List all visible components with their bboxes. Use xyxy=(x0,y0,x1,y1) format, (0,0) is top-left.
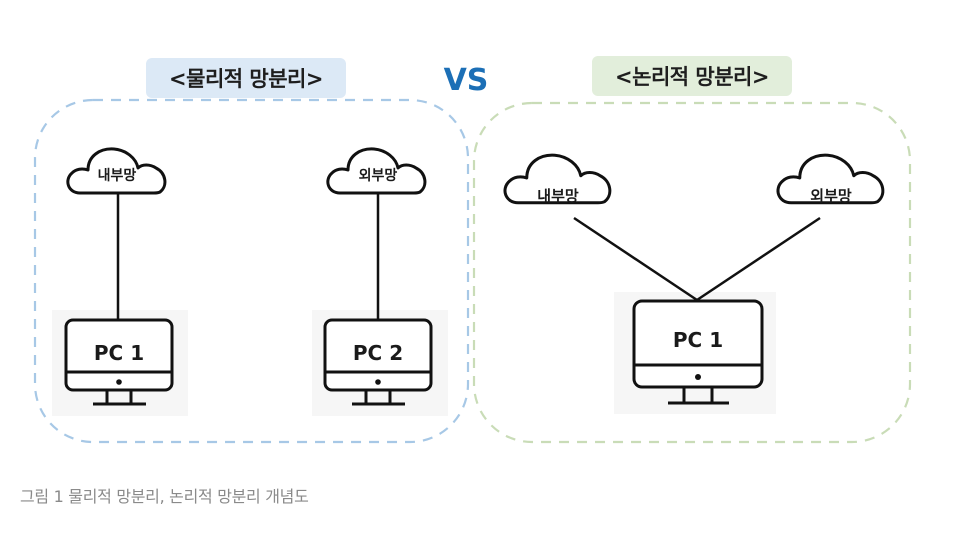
figure-caption: 그림 1 물리적 망분리, 논리적 망분리 개념도 xyxy=(20,487,309,506)
monitor-icon xyxy=(64,318,174,406)
logical-separation-title: <논리적 망분리> xyxy=(592,56,792,96)
logical-external-network-label: 외부망 xyxy=(810,187,852,205)
physical-external-network-label: 외부망 xyxy=(359,167,398,184)
physical-separation-container xyxy=(33,98,470,444)
cloud-icon xyxy=(66,147,167,195)
logical-external-link xyxy=(696,216,821,302)
logical-separation-container xyxy=(472,101,912,444)
logical-internal-link xyxy=(573,216,698,302)
logical-pc1-label: PC 1 xyxy=(673,328,723,352)
monitor-icon xyxy=(632,299,764,405)
cloud-icon xyxy=(776,153,885,205)
monitor-icon xyxy=(323,318,433,406)
physical-separation-title: <물리적 망분리> xyxy=(146,58,346,98)
physical-pc1-label: PC 1 xyxy=(94,341,144,365)
cloud-icon xyxy=(326,147,427,195)
physical-internal-network-label: 내부망 xyxy=(98,167,137,184)
physical-pc2-label: PC 2 xyxy=(353,341,403,365)
logical-internal-network-label: 내부망 xyxy=(537,187,579,205)
vs-label: VS xyxy=(443,62,489,98)
cloud-icon xyxy=(503,153,612,205)
